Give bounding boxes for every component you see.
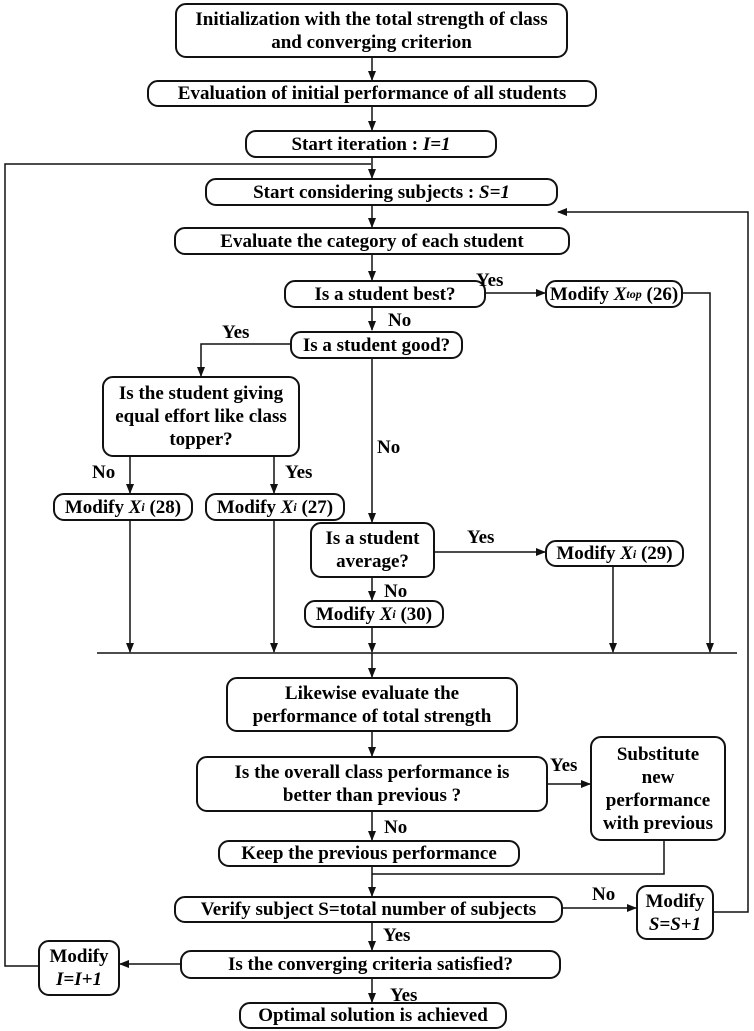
likewise-line-1: Likewise evaluate the (284, 682, 460, 704)
modify-27-var: X (280, 496, 294, 518)
modify-xtop-prefix: Modify (549, 283, 614, 305)
modify-i-line-1: Modify (49, 946, 109, 967)
start-iteration-box: Start iteration : I=1 (245, 130, 497, 158)
eval-initial-text: Evaluation of initial performance of all… (177, 83, 567, 104)
keep-previous-text: Keep the previous performance (241, 843, 497, 864)
question-overall-box: Is the overall class performance is bett… (196, 756, 548, 812)
substitute-line-1: Substitute (616, 743, 700, 765)
optimal-solution-box: Optimal solution is achieved (239, 1002, 507, 1029)
modify-i-line-2: I=I+1 (56, 969, 102, 990)
modify-28-eq: (28) (144, 496, 182, 518)
substitute-line-3: performance (605, 789, 711, 811)
question-best-box: Is a student best? (284, 280, 486, 308)
start-subjects-rest: =1 (489, 181, 510, 203)
start-subjects-box: Start considering subjects : S=1 (205, 178, 558, 206)
question-good-text: Is a student good? (302, 334, 451, 356)
substitute-line-4: with previous (603, 812, 713, 834)
label-best-no: No (388, 310, 412, 331)
modify-29-prefix: Modify (556, 543, 621, 564)
question-overall-line-2: better than previous ? (282, 785, 462, 806)
question-effort-line-2: equal effort like class (115, 406, 287, 427)
label-best-yes: Yes (476, 270, 504, 291)
question-average-line-2: average? (336, 551, 409, 572)
label-overall-yes: Yes (550, 755, 578, 776)
arrow-mod-i-loop (4, 163, 371, 967)
init-box: Initialization with the total strength o… (175, 3, 568, 58)
modify-s-box: Modify S=S+1 (636, 885, 714, 940)
arrow-substitute-merge (372, 840, 665, 875)
label-average-no: No (384, 581, 408, 602)
eval-category-text: Evaluate the category of each student (220, 230, 524, 252)
label-verify-yes: Yes (383, 925, 411, 946)
modify-28-prefix: Modify (64, 496, 129, 518)
modify-xtop-eq: (26) (641, 283, 679, 305)
label-verify-no: No (592, 884, 616, 905)
label-effort-yes: Yes (285, 462, 313, 483)
question-effort-line-1: Is the student giving (118, 383, 284, 404)
verify-subject-text: Verify subject S=total number of subject… (200, 899, 537, 920)
arrow-modtop-down (683, 292, 714, 653)
modify-30-var: X (379, 603, 393, 625)
start-iteration-rest: =1 (430, 133, 451, 155)
question-overall-line-1: Is the overall class performance is (234, 762, 510, 783)
modify-30-prefix: Modify (315, 603, 380, 625)
modify-30-eq: (30) (395, 603, 433, 625)
verify-subject-box: Verify subject S=total number of subject… (174, 896, 563, 923)
modify-29-var: X (620, 543, 633, 564)
modify-xtop-var: X (613, 283, 627, 305)
question-good-box: Is a student good? (290, 331, 463, 359)
label-effort-no: No (92, 462, 116, 483)
question-average-line-1: Is a student (325, 528, 420, 549)
likewise-line-2: performance of total strength (252, 705, 492, 727)
optimal-solution-text: Optimal solution is achieved (258, 1005, 488, 1026)
keep-previous-box: Keep the previous performance (218, 840, 520, 867)
modify-28-var: X (128, 496, 142, 518)
modify-s-line-2: S=S+1 (648, 913, 702, 935)
modify-27-eq: (27) (296, 496, 334, 518)
modify-27-prefix: Modify (216, 496, 281, 518)
start-subjects-var: S (478, 181, 490, 203)
substitute-box: Substitute new performance with previous (590, 736, 726, 841)
label-average-yes: Yes (467, 527, 495, 548)
start-iteration-var: I (422, 133, 431, 155)
likewise-box: Likewise evaluate the performance of tot… (226, 677, 518, 732)
arrow-good-yes (197, 343, 290, 377)
label-overall-no: No (384, 817, 408, 838)
question-effort-box: Is the student giving equal effort like … (102, 376, 300, 457)
label-converge-yes: Yes (390, 985, 418, 1006)
substitute-line-2: new (641, 766, 675, 788)
eval-initial-box: Evaluation of initial performance of all… (147, 80, 597, 107)
question-converge-text: Is the converging criteria satisfied? (228, 954, 513, 975)
question-average-box: Is a student average? (310, 522, 435, 578)
label-good-no: No (377, 437, 401, 458)
question-best-text: Is a student best? (314, 283, 456, 305)
modify-29-eq: (29) (636, 543, 673, 564)
start-iteration-prefix: Start iteration : (291, 133, 423, 155)
question-effort-line-3: topper? (169, 429, 233, 450)
modify-s-line-1: Modify (645, 890, 705, 912)
init-line-2: and converging criterion (271, 31, 472, 53)
question-converge-box: Is the converging criteria satisfied? (180, 950, 561, 979)
label-good-yes: Yes (222, 322, 250, 343)
init-line-1: Initialization with the total strength o… (195, 8, 548, 30)
modify-i-box: Modify I=I+1 (38, 940, 120, 996)
start-subjects-prefix: Start considering subjects : (253, 181, 479, 203)
eval-category-box: Evaluate the category of each student (174, 227, 570, 255)
arrow-mod-s-loop (557, 208, 749, 913)
